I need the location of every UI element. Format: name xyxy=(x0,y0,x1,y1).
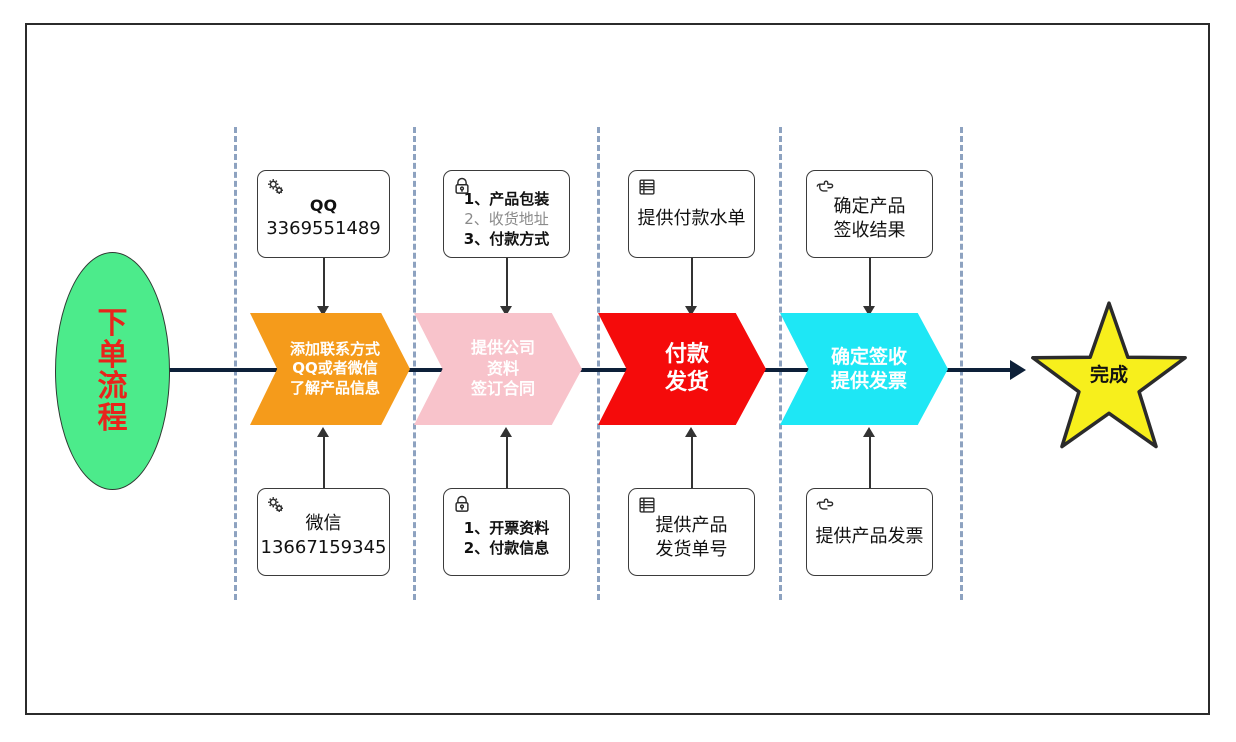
end-node-star[interactable]: 完成 xyxy=(1029,300,1189,452)
note-line: 提供产品发票 xyxy=(815,525,924,547)
note-product-info[interactable]: 1、产品包装 2、收货地址 3、付款方式 xyxy=(443,170,570,258)
note-line: 2、付款信息 xyxy=(463,539,550,557)
lane-divider-5 xyxy=(960,127,963,600)
note-line: 发货单号 xyxy=(655,539,728,560)
note-qq[interactable]: QQ 3369551489 xyxy=(257,170,390,258)
connector-qq-to-chevron xyxy=(323,258,325,310)
star-shape xyxy=(1031,301,1187,449)
start-char-4: 程 xyxy=(97,400,128,436)
note-wechat-body: 微信 13667159345 xyxy=(255,512,393,561)
note-payment-slip-body: 提供付款水单 xyxy=(632,207,752,231)
chevron-line: 提供公司 xyxy=(470,338,535,358)
chevron-line: QQ或者微信 xyxy=(292,359,378,378)
connector-arrowhead-down xyxy=(500,306,512,316)
chevron-stage-payment-label: 付款 发货 xyxy=(655,341,709,397)
note-confirm-receipt-body: 确定产品 签收结果 xyxy=(828,195,912,244)
note-line: 1、产品包装 xyxy=(463,189,550,208)
end-node-label: 完成 xyxy=(1089,364,1128,386)
lane-divider-4 xyxy=(779,127,782,600)
note-payment-slip[interactable]: 提供付款水单 xyxy=(628,170,755,258)
start-char-3: 流 xyxy=(97,369,128,404)
note-line: 1、开票资料 xyxy=(463,518,550,537)
connector-productinfo-to-chevron xyxy=(506,258,508,310)
note-line: 13667159345 xyxy=(260,537,387,558)
connector-arrowhead-down xyxy=(317,306,329,316)
note-line: 2、收货地址 xyxy=(464,209,549,228)
document-list-icon xyxy=(636,176,658,198)
chevron-line: 付款 xyxy=(664,341,709,367)
note-product-invoice-body: 提供产品发票 xyxy=(810,525,930,549)
note-line: 签收结果 xyxy=(833,220,906,241)
connector-arrowhead-down xyxy=(685,306,697,316)
connector-wechat-to-chevron xyxy=(323,435,325,490)
person-lock-icon xyxy=(451,494,473,516)
chevron-line: 提供发票 xyxy=(830,370,907,392)
connector-invoice-to-chevron xyxy=(506,435,508,490)
chevron-line: 了解产品信息 xyxy=(289,378,380,397)
note-line: 提供付款水单 xyxy=(637,207,746,229)
pointing-hand-icon xyxy=(814,494,836,516)
note-line: 确定产品 xyxy=(833,195,906,217)
chevron-line: 确定签收 xyxy=(830,345,907,368)
note-line: 微信 xyxy=(305,512,342,534)
note-invoice-info[interactable]: 1、开票资料 2、付款信息 xyxy=(443,488,570,576)
note-shipping-number[interactable]: 提供产品 发货单号 xyxy=(628,488,755,576)
start-char-1: 下 xyxy=(97,306,128,341)
chevron-line: 资料 xyxy=(486,358,519,378)
note-product-invoice[interactable]: 提供产品发票 xyxy=(806,488,933,576)
connector-arrowhead-up xyxy=(317,427,329,437)
chevron-line: 发货 xyxy=(664,370,709,395)
note-shipping-number-body: 提供产品 发货单号 xyxy=(650,514,734,563)
chevron-line: 签订合同 xyxy=(470,379,535,399)
note-confirm-receipt[interactable]: 确定产品 签收结果 xyxy=(806,170,933,258)
note-wechat[interactable]: 微信 13667159345 xyxy=(257,488,390,576)
note-line: 3、付款方式 xyxy=(463,230,550,249)
connector-arrowhead-up xyxy=(863,427,875,437)
start-node-label: 下 单 流 程 xyxy=(98,308,128,434)
connector-arrowhead-down xyxy=(863,306,875,316)
chevron-stage-receipt-label: 确定签收 提供发票 xyxy=(821,345,907,394)
note-invoice-info-body: 1、开票资料 2、付款信息 xyxy=(458,518,555,559)
connector-confirmreceipt-to-chevron xyxy=(869,258,871,310)
connector-paymentslip-to-chevron xyxy=(691,258,693,310)
document-list-icon xyxy=(636,494,658,516)
connector-arrowhead-up xyxy=(685,427,697,437)
connector-arrowhead-up xyxy=(500,427,512,437)
start-char-2: 单 xyxy=(97,337,128,373)
chevron-stage-contact-label: 添加联系方式 QQ或者微信 了解产品信息 xyxy=(280,340,380,398)
note-line: 提供产品 xyxy=(655,514,728,536)
lane-divider-1 xyxy=(234,127,237,600)
start-node-ellipse[interactable]: 下 单 流 程 xyxy=(55,252,170,490)
connector-shippingno-to-chevron xyxy=(691,435,693,490)
note-line: 3369551489 xyxy=(266,217,381,239)
chevron-stage-contract-label: 提供公司 资料 签订合同 xyxy=(461,338,535,399)
note-line: QQ xyxy=(309,196,338,216)
flow-arrowhead-end xyxy=(1010,360,1026,380)
flow-line-main xyxy=(152,368,1012,372)
lane-divider-3 xyxy=(597,127,600,600)
chevron-stage-receipt[interactable]: 确定签收 提供发票 xyxy=(780,313,948,425)
chevron-line: 添加联系方式 xyxy=(289,340,380,359)
note-qq-body: QQ 3369551489 xyxy=(260,195,387,241)
connector-productinvoice-to-chevron xyxy=(869,435,871,490)
lane-divider-2 xyxy=(413,127,416,600)
note-product-info-body: 1、产品包装 2、收货地址 3、付款方式 xyxy=(458,189,555,250)
